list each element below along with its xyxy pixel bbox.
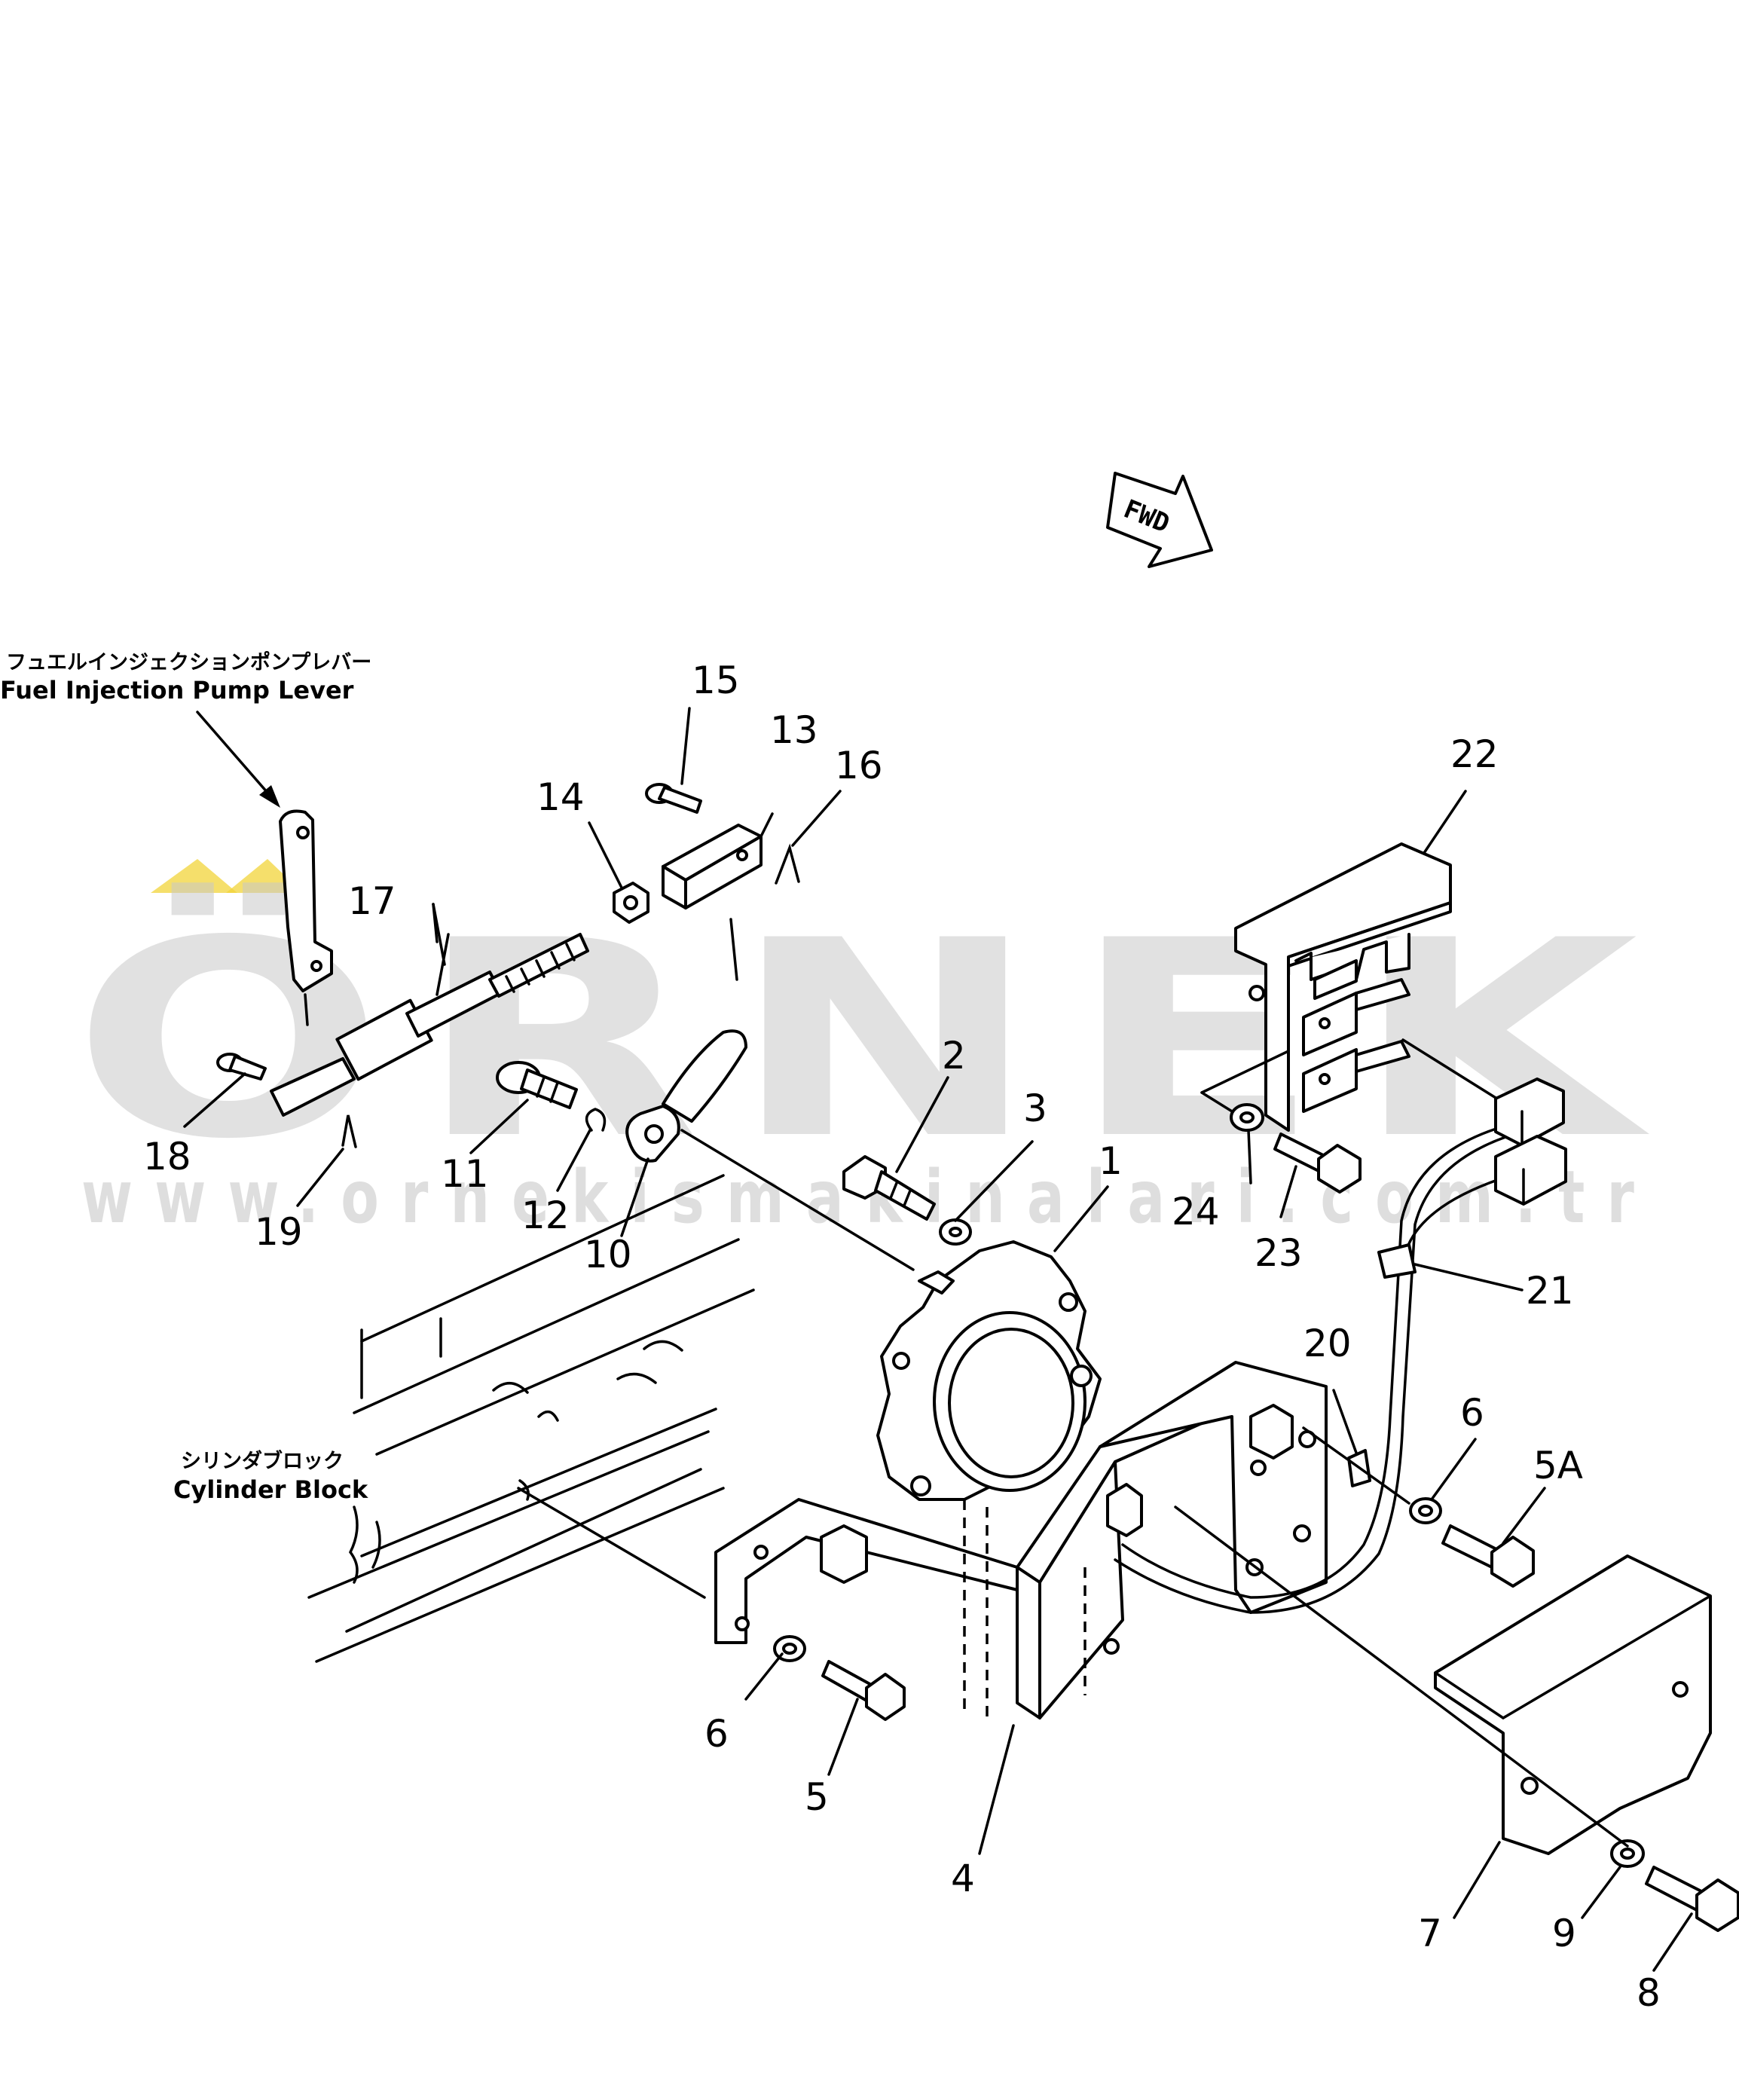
right-bracket	[1099, 1361, 1328, 1614]
relay-terminal-1	[1302, 978, 1410, 1056]
part-15-bolt	[645, 783, 702, 814]
part-14-nut	[613, 882, 649, 924]
part-6-washer-right	[1409, 1497, 1442, 1524]
part-label-14: 14	[536, 775, 585, 819]
part-8-bolt	[1645, 1866, 1739, 1932]
part-9-washer	[1610, 1839, 1645, 1868]
part-label-6-lower: 6	[704, 1712, 729, 1756]
part-10-lever	[625, 918, 747, 1163]
part-label-3: 3	[1023, 1087, 1047, 1130]
part-label-6-right: 6	[1460, 1391, 1484, 1435]
part-label-8: 8	[1637, 1971, 1661, 2015]
fuel-pump-lever-label-en: Fuel Injection Pump Lever	[0, 676, 354, 705]
part-13-block	[662, 824, 763, 909]
part-label-5a: 5A	[1533, 1444, 1583, 1487]
part-label-24: 24	[1172, 1190, 1220, 1233]
part-5-bolt-lower	[821, 1660, 906, 1721]
part-label-4: 4	[951, 1857, 975, 1900]
part-18-pin	[216, 1053, 267, 1081]
cylinder-block	[307, 1174, 755, 1663]
connector-upper	[1494, 1078, 1565, 1147]
part-1-actuator	[876, 1240, 1102, 1501]
cylinder-block-label-jp: シリンダブロック	[181, 1449, 344, 1473]
part-label-9: 9	[1552, 1912, 1576, 1955]
part-label-18: 18	[143, 1135, 191, 1178]
fuel-injection-pump-lever	[279, 809, 333, 1026]
part-label-16: 16	[835, 744, 883, 787]
part-label-7: 7	[1418, 1912, 1442, 1955]
fwd-arrow: FWD	[1106, 472, 1213, 568]
part-label-2: 2	[942, 1034, 966, 1078]
part-label-10: 10	[584, 1233, 632, 1276]
part-label-15: 15	[692, 659, 740, 702]
part-22-relay-bracket	[1200, 842, 1501, 1132]
part-12-clip	[585, 1108, 607, 1132]
cylinder-block-label-en: Cylinder Block	[173, 1475, 368, 1504]
part-16-cotter	[775, 843, 800, 885]
part-label-21: 21	[1526, 1269, 1574, 1313]
part-19-cotter	[341, 1114, 357, 1148]
part-7-cover	[1434, 1554, 1712, 1855]
part-label-20: 20	[1303, 1322, 1352, 1365]
part-17-rod	[270, 903, 589, 1117]
part-label-23: 23	[1255, 1231, 1303, 1275]
leader-lines	[183, 707, 1693, 1972]
fuel-pump-lever-label-jp: フュエルインジェクションポンプレバー	[6, 651, 371, 674]
part-labels: 15 13 16 14 17 22 18 19 11 12 10 2 3 1 2…	[143, 659, 1661, 2015]
part-label-17: 17	[348, 879, 396, 923]
part-11-bolt	[496, 1061, 578, 1109]
part-label-13: 13	[770, 708, 818, 752]
part-23-bolt	[1273, 1133, 1362, 1194]
part-label-12: 12	[521, 1194, 570, 1237]
part-label-1: 1	[1099, 1139, 1123, 1183]
part-3-washer	[939, 1218, 972, 1246]
part-24-washer	[1230, 1103, 1264, 1132]
connector-lower	[1494, 1135, 1567, 1206]
relay-terminal-2	[1302, 1040, 1410, 1113]
part-label-19: 19	[255, 1210, 303, 1254]
watermark-accent-left	[151, 859, 237, 893]
part-label-22: 22	[1450, 732, 1499, 776]
part-2-bolt	[842, 1155, 936, 1221]
part-label-11: 11	[441, 1152, 489, 1196]
part-label-5: 5	[805, 1775, 829, 1819]
harness-cable	[1114, 1125, 1516, 1614]
relay-terminal-3	[1313, 959, 1358, 1000]
part-5a-bolt	[1441, 1524, 1535, 1588]
